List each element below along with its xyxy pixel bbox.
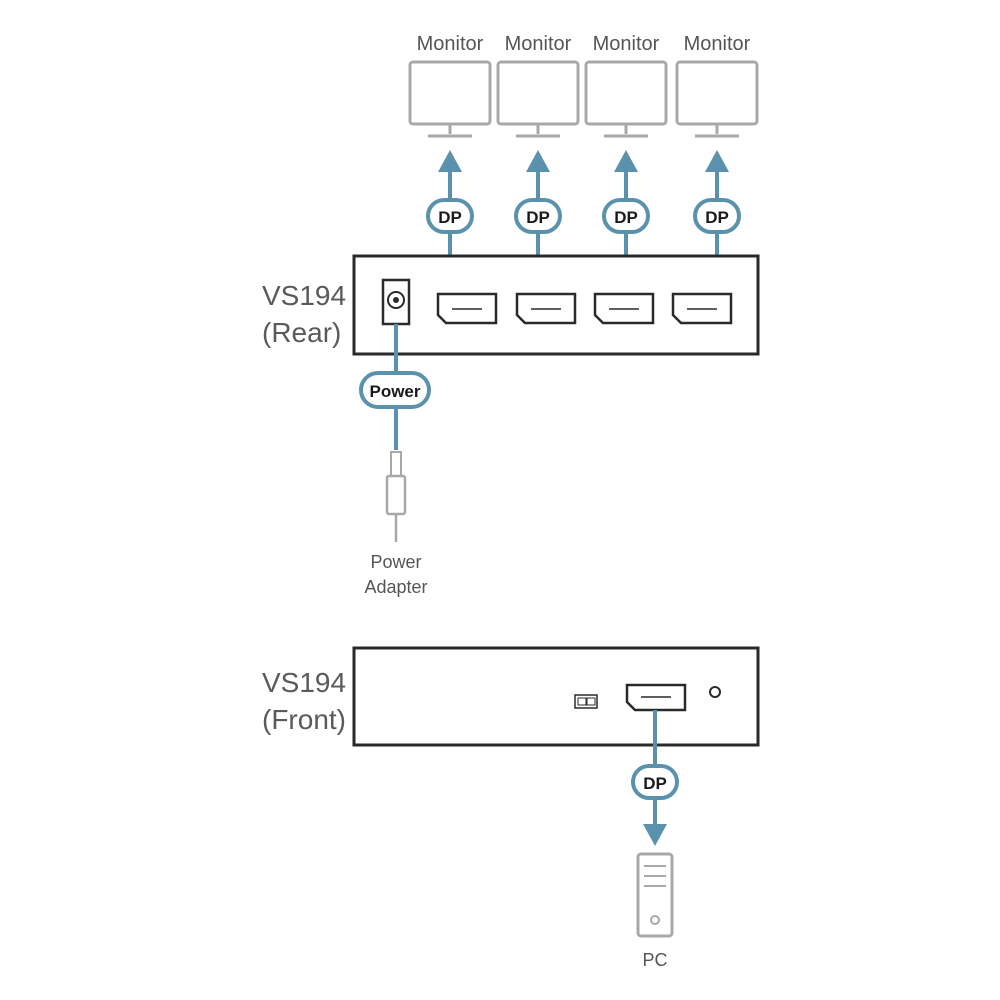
pc-tower-icon [636,852,674,938]
power-jack [381,278,411,326]
monitor-icon [496,60,580,126]
monitor-label: Monitor [505,33,572,55]
cable-tag-label: DP [705,208,729,227]
cable-tag [631,764,679,800]
arrow-up-icon [705,150,729,172]
arrow-up-icon [614,150,638,172]
rear-device-side: (Rear) [262,317,341,348]
cable-tag [426,198,474,234]
power-adapter-label: Adapter [364,577,427,597]
arrow-up-icon [438,150,462,172]
dp-port-in [625,683,687,712]
front-device-side: (Front) [262,704,346,735]
dp-cable-1: DP [426,150,474,294]
power-adapter-label: Power [370,552,421,572]
power-plug-icon [390,451,402,477]
monitor-label: Monitor [417,33,484,55]
monitor-2: Monitor [496,33,580,138]
cable-tag-label: DP [614,208,638,227]
monitor-icon [408,60,492,126]
arrow-up-icon [526,150,550,172]
cable-tag [359,371,431,409]
pc-label: PC [642,950,667,970]
monitor-label: Monitor [593,33,660,55]
led-indicator-icon [709,686,721,698]
cable-tag-label: Power [369,382,420,401]
cable-tag-label: DP [643,774,667,793]
dp-cable-4: DP [693,150,741,294]
cable-tag [602,198,650,234]
dp-port-out-1 [436,292,498,325]
dp-port-out-2 [515,292,577,325]
pc: PC [636,852,674,970]
power-cable: Power Power Adapter [359,324,431,597]
front-device-name: VS194 [262,667,346,698]
cable-tag-label: DP [526,208,550,227]
monitor-1: Monitor [408,33,492,138]
dp-port-out-4 [671,292,733,325]
cable-tag [514,198,562,234]
monitor-label: Monitor [684,33,751,55]
dp-port-out-3 [593,292,655,325]
cable-tag [693,198,741,234]
cable-tag-label: DP [438,208,462,227]
front-panel [352,646,760,747]
rear-device-name: VS194 [262,280,346,311]
monitor-icon [675,60,759,126]
monitor-3: Monitor [584,33,668,138]
pc-cable: DP [631,710,679,846]
monitor-4: Monitor [675,33,759,138]
monitor-icon [584,60,668,126]
arrow-down-icon [643,824,667,846]
mode-switch [574,694,598,709]
